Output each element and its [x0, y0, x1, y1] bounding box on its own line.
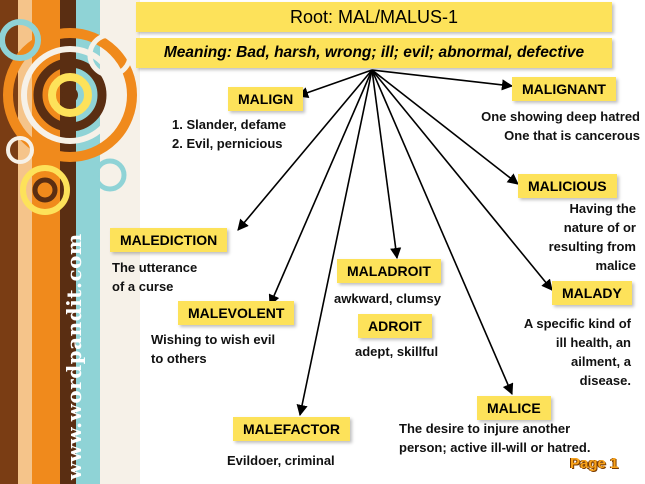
definition-line: resulting from	[548, 239, 636, 254]
word-label-adroit: ADROIT	[358, 314, 432, 338]
page-title: Root: MAL/MALUS-1	[136, 2, 612, 32]
definition-line: person; active ill-will or hatred.	[399, 440, 591, 455]
arrow-maladroit	[371, 69, 402, 260]
arrow-malicious	[371, 69, 519, 185]
arrow-malediction	[237, 69, 373, 231]
arrow-malefactor	[296, 69, 373, 417]
arrow-malady	[371, 69, 553, 291]
definition-line: The desire to injure another	[399, 421, 571, 436]
definition-malefactor: Evildoer, criminal	[227, 451, 335, 470]
definition-line: ailment, a	[571, 354, 631, 369]
definition-malicious: Having the nature of or resulting from m…	[549, 199, 636, 275]
definition-malign: 1. Slander, defame 2. Evil, pernicious	[172, 115, 286, 153]
definition-line: Wishing to wish evil	[151, 332, 276, 347]
definition-line: Having the	[569, 201, 636, 216]
definition-line: disease.	[579, 373, 631, 388]
definition-malady: A specific kind of ill health, an ailmen…	[524, 314, 631, 390]
definition-maladroit: awkward, clumsy	[334, 289, 441, 308]
definition-line: One that is cancerous	[504, 128, 640, 143]
word-label-malign: MALIGN	[228, 87, 304, 111]
word-label-malady: MALADY	[552, 281, 632, 305]
arrow-malign	[296, 69, 373, 98]
definition-line: malice	[595, 258, 636, 273]
definition-malevolent: Wishing to wish evil to others	[151, 330, 275, 368]
definition-line: nature of or	[563, 220, 636, 235]
arrow-malevolent	[268, 69, 373, 307]
definition-malediction: The utterance of a curse	[112, 258, 197, 296]
definition-malice: The desire to injure another person; act…	[399, 419, 590, 457]
definition-line: A specific kind of	[523, 316, 631, 331]
definition-line: adept, skillful	[355, 344, 439, 359]
definition-malignant: One showing deep hatred One that is canc…	[481, 107, 640, 145]
word-label-malignant: MALIGNANT	[512, 77, 616, 101]
word-label-malicious: MALICIOUS	[518, 174, 617, 198]
meaning-banner: Meaning: Bad, harsh, wrong; ill; evil; a…	[136, 38, 612, 68]
definition-line: 2. Evil, pernicious	[172, 136, 283, 151]
definition-adroit: adept, skillful	[355, 342, 438, 361]
definition-line: awkward, clumsy	[334, 291, 441, 306]
word-label-malevolent: MALEVOLENT	[178, 301, 295, 325]
arrow-malignant	[371, 69, 514, 91]
definition-line: of a curse	[112, 279, 174, 294]
word-label-malefactor: MALEFACTOR	[233, 417, 350, 441]
page-number: Page 1	[570, 455, 619, 472]
definition-line: Evildoer, criminal	[227, 453, 335, 468]
arrow-malice	[371, 69, 514, 396]
decorative-stripes	[0, 0, 140, 484]
definition-line: to others	[151, 351, 207, 366]
definition-line: One showing deep hatred	[481, 109, 640, 124]
word-label-maladroit: MALADROIT	[337, 259, 441, 283]
definition-line: 1. Slander, defame	[172, 117, 287, 132]
word-label-malediction: MALEDICTION	[110, 228, 228, 252]
definition-line: The utterance	[112, 260, 198, 275]
word-label-malice: MALICE	[477, 396, 551, 420]
definition-line: ill health, an	[555, 335, 631, 350]
